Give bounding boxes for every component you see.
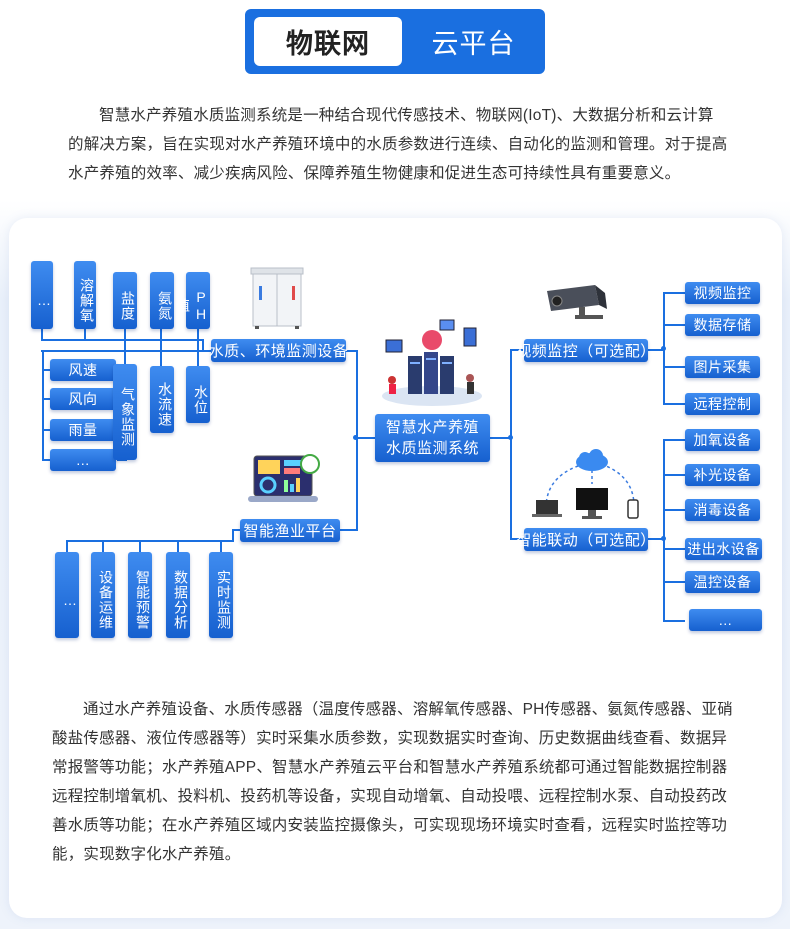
sensor-more: … <box>31 261 53 329</box>
monitor-cabinet-icon <box>250 267 304 329</box>
fishery-realtime-monitor: 实时监测 <box>209 552 233 638</box>
fishery-more: … <box>55 552 79 638</box>
weather-wind-direction: 风向 <box>50 388 116 410</box>
linkage-oxygen-device: 加氧设备 <box>685 429 760 451</box>
bottom-paragraph: 通过水产养殖设备、水质传感器（温度传感器、溶解氧传感器、PH传感器、氨氮传感器、… <box>52 701 733 863</box>
camera-icon <box>547 285 607 319</box>
water-level: 水位 <box>186 366 210 423</box>
sensor-ph: PH值 <box>175 272 210 329</box>
sensor-dissolved-oxygen: 溶解氧 <box>74 261 96 329</box>
center-line1: 智慧水产养殖 <box>385 419 479 436</box>
linkage-light-device: 补光设备 <box>685 464 760 486</box>
linkage-more: … <box>689 609 762 631</box>
weather-rainfall: 雨量 <box>50 419 116 441</box>
fishery-data-analysis: 数据分析 <box>166 552 190 638</box>
center-line2: 水质监测系统 <box>385 440 479 457</box>
sensor-ammonia: 氨氮 <box>150 272 174 329</box>
fishery-device-ops: 设备运维 <box>91 552 115 638</box>
video-item-storage: 数据存储 <box>685 314 760 336</box>
linkage-temperature-device: 温控设备 <box>685 571 760 593</box>
water-monitor-device-title: 水质、环境监测设备 <box>209 339 348 362</box>
linkage-water-in-out-device: 进出水设备 <box>685 538 762 560</box>
cloud-devices-icon <box>532 449 639 519</box>
intro-paragraph: 智慧水产养殖水质监测系统是一种结合现代传感技术、物联网(IoT)、大数据分析和云… <box>68 107 728 182</box>
dashboard-icon <box>248 454 320 502</box>
video-monitor-title: 视频监控（可选配） <box>516 339 655 362</box>
header-cloud-label: 云平台 <box>431 29 516 59</box>
center-system-box: 智慧水产养殖 水质监测系统 <box>375 414 490 462</box>
fishery-smart-warning: 智能预警 <box>128 552 152 638</box>
fishery-platform-title: 智能渔业平台 <box>240 519 340 542</box>
weather-more: … <box>50 449 116 471</box>
linkage-disinfect-device: 消毒设备 <box>685 499 760 521</box>
sensor-salinity: 盐度 <box>113 272 137 329</box>
water-flow-speed: 水流速 <box>150 366 174 433</box>
linkage-title: 智能联动（可选配） <box>516 528 655 551</box>
server-room-icon <box>382 319 482 406</box>
video-item-image-capture: 图片采集 <box>685 356 760 378</box>
weather-monitoring: 气象监测 <box>113 364 137 460</box>
video-item-remote-control: 远程控制 <box>685 393 760 415</box>
header-iot-label: 物联网 <box>254 17 402 66</box>
weather-wind-speed: 风速 <box>50 359 116 381</box>
video-item-monitor: 视频监控 <box>685 282 760 304</box>
